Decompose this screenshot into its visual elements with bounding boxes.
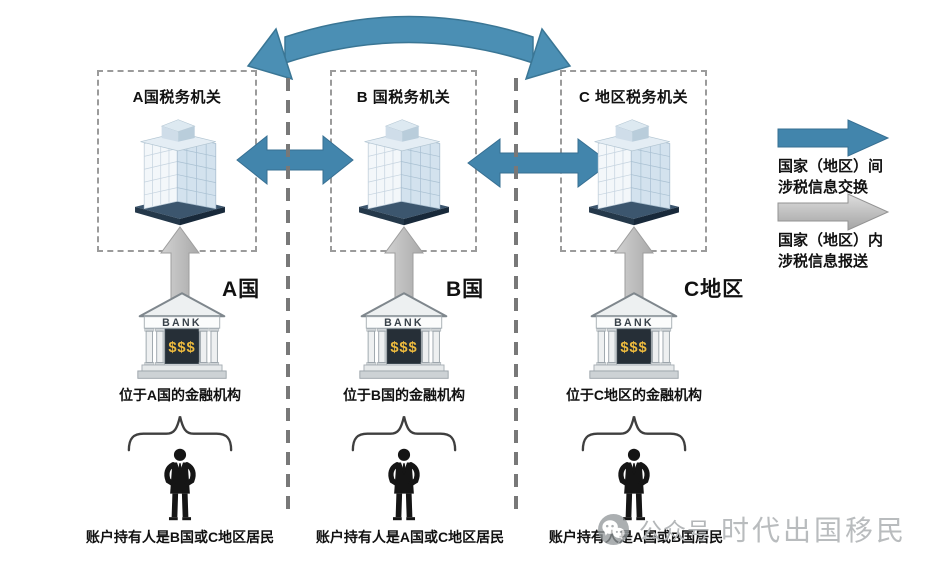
watermark: 公众号 时代出国移民 <box>598 509 907 549</box>
authority-title-a: A国税务机关 <box>132 89 222 106</box>
legend-report-label: 国家（地区）内 涉税信息报送 <box>778 230 883 272</box>
institution-label-c: 位于C地区的金融机构 <box>565 387 703 403</box>
exchange-arrow-a-b <box>236 134 354 186</box>
region-label-a: A国 <box>222 278 261 301</box>
divider-line-a-b <box>286 78 290 510</box>
authority-title-c: C 地区税务机关 <box>578 89 688 106</box>
tax-building-icon-c <box>582 116 686 228</box>
brace-icon-c <box>578 410 690 452</box>
institution-label-a: 位于A国的金融机构 <box>118 387 242 403</box>
bank-icon-c <box>588 291 680 381</box>
region-label-c: C地区 <box>684 278 745 301</box>
holder-label-b: 账户持有人是A国或C地区居民 <box>315 529 505 545</box>
authority-title-b: B 国税务机关 <box>356 89 451 106</box>
region-label-b: B国 <box>446 278 485 301</box>
wechat-icon <box>598 514 629 545</box>
person-icon-a <box>151 448 209 524</box>
divider-line-b-c <box>514 78 518 510</box>
legend-exchange-line1: 国家（地区）间 <box>778 158 884 175</box>
bank-icon-b <box>358 291 450 381</box>
tax-building-icon-b <box>352 116 456 228</box>
legend-exchange-line2: 涉税信息交换 <box>778 179 869 196</box>
holder-label-a: 账户持有人是B国或C地区居民 <box>85 529 275 545</box>
person-icon-b <box>375 448 433 524</box>
brace-icon-b <box>348 410 460 452</box>
legend-exchange-label: 国家（地区）间 涉税信息交换 <box>778 156 883 198</box>
brace-icon-a <box>124 410 236 452</box>
legend-report-line2: 涉税信息报送 <box>778 253 869 270</box>
legend-report-line1: 国家（地区）内 <box>778 232 884 249</box>
holder-label-c: 账户持有人是A国或B国居民 <box>548 529 724 545</box>
tax-building-icon-a <box>128 116 232 228</box>
institution-label-b: 位于B国的金融机构 <box>342 387 466 403</box>
bank-icon-a <box>136 291 228 381</box>
legend-exchange-arrow-icon <box>777 119 890 157</box>
watermark-platform-label: 公众号 <box>639 518 711 544</box>
legend-report-arrow-icon <box>777 193 890 231</box>
exchange-arrow-a-c <box>246 15 572 81</box>
watermark-account-name: 时代出国移民 <box>721 515 908 546</box>
